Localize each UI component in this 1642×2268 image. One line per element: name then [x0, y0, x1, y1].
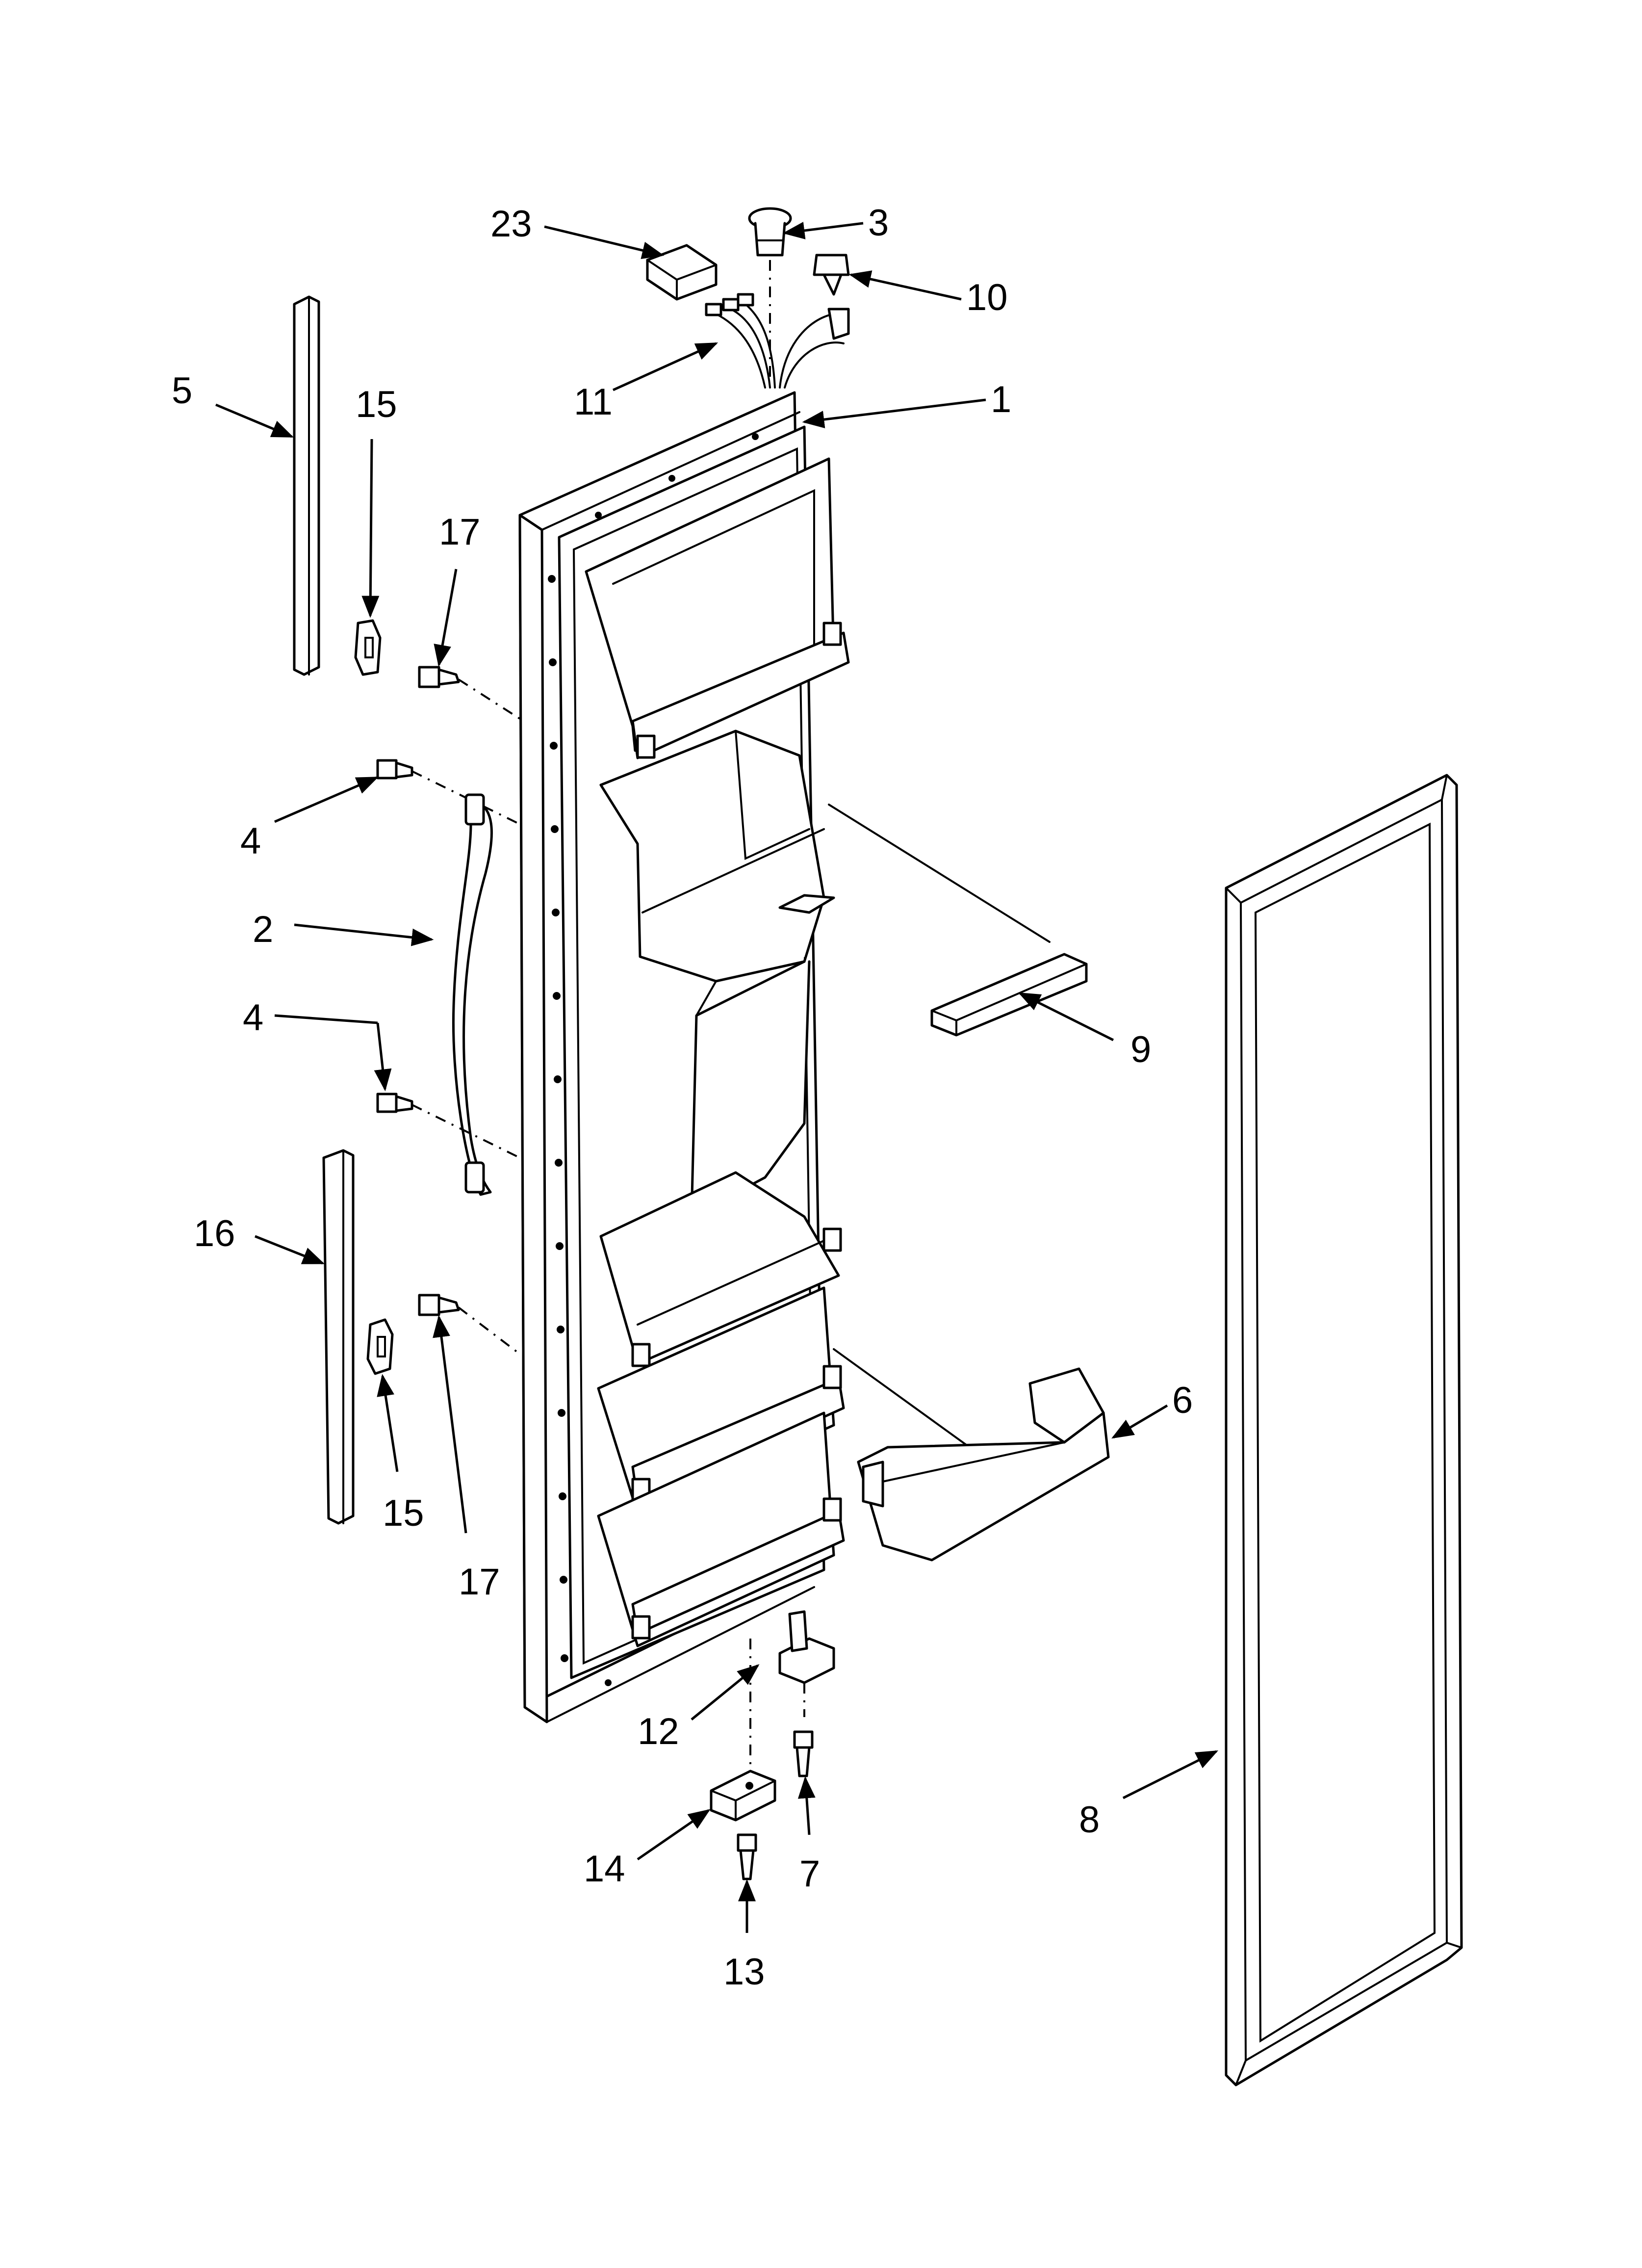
callout-13: 13 [723, 1951, 765, 1993]
leader-lines [215, 222, 1219, 1933]
part-10-screw [813, 254, 850, 296]
callout-1: 1 [991, 379, 1011, 420]
callout-17-lower: 17 [459, 1561, 500, 1603]
callout-15-upper: 15 [356, 384, 397, 425]
part-17-screw-upper [418, 666, 460, 688]
callout-14: 14 [584, 1848, 625, 1890]
part-15-clip-lower [366, 1318, 394, 1375]
part-3-plug [748, 207, 792, 257]
callout-11: 11 [574, 381, 613, 423]
callout-8: 8 [1079, 1799, 1100, 1841]
callout-16: 16 [194, 1213, 235, 1254]
callout-7: 7 [799, 1853, 820, 1895]
part-9-trim [930, 953, 1088, 1037]
callout-2: 2 [253, 909, 273, 950]
part-23-connector [646, 244, 718, 301]
callout-5: 5 [172, 370, 192, 412]
part-8-gasket [1225, 774, 1463, 2086]
callout-23: 23 [490, 203, 532, 245]
callout-labels: 23 3 10 11 1 5 15 17 4 2 4 9 16 15 17 6 … [172, 202, 1193, 1993]
part-7-screw [793, 1730, 814, 1777]
part-5-trim-strip [293, 295, 320, 676]
wire-harness [705, 293, 850, 389]
part-14-hinge [710, 1770, 776, 1822]
part-15-clip-upper [354, 619, 382, 676]
part-12-hinge-pin [778, 1610, 835, 1684]
door-screw-holes [548, 433, 759, 1686]
callout-15-lower: 15 [383, 1492, 424, 1534]
callout-10: 10 [966, 277, 1008, 318]
callout-4-upper: 4 [240, 820, 261, 862]
callout-9: 9 [1130, 1029, 1151, 1070]
part-2-handle [452, 793, 493, 1196]
part-16-trim-strip [322, 1149, 355, 1525]
part-17-screw-lower [418, 1294, 460, 1316]
part-13-screw [737, 1833, 757, 1880]
part-4-screw-upper [376, 759, 413, 780]
callout-17-upper: 17 [439, 511, 481, 553]
callout-12: 12 [638, 1711, 679, 1752]
callout-4-lower: 4 [243, 997, 263, 1039]
door-assembly [518, 391, 850, 1723]
callout-3: 3 [868, 202, 889, 244]
part-4-screw-lower [376, 1093, 413, 1113]
callout-6: 6 [1172, 1380, 1193, 1421]
part-6-bin [857, 1367, 1110, 1562]
